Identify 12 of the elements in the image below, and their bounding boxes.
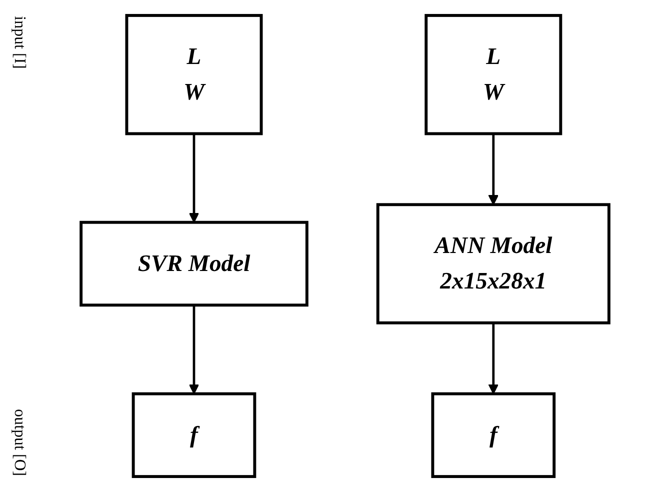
arrow <box>188 305 200 394</box>
node-box: L W <box>424 14 562 136</box>
node-box: f <box>431 392 556 478</box>
arrow <box>488 134 499 206</box>
node-box: ANN Model 2x15x28x1 <box>376 203 610 324</box>
arrow <box>488 322 499 394</box>
node-box: SVR Model <box>80 220 308 307</box>
row-label: output [O] <box>10 408 28 476</box>
node-box: f <box>132 392 256 478</box>
node-box: L W <box>125 14 263 136</box>
row-label: input [I] <box>10 16 28 69</box>
arrow <box>188 134 200 223</box>
